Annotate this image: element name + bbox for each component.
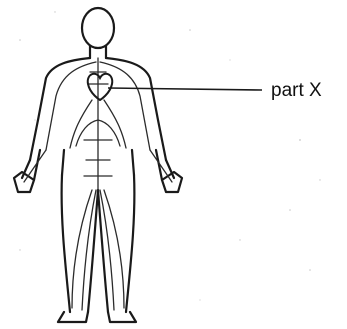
left-leg <box>62 175 70 312</box>
part-x-leader-line <box>108 88 262 90</box>
right-leg <box>126 175 134 312</box>
heart <box>88 74 113 100</box>
feet <box>58 312 136 322</box>
head <box>82 8 114 48</box>
blood-vessels <box>24 58 172 310</box>
inner-legs <box>88 190 108 312</box>
torso-right <box>106 58 166 160</box>
part-x-label: part X <box>271 80 322 102</box>
torso-left <box>30 58 90 160</box>
